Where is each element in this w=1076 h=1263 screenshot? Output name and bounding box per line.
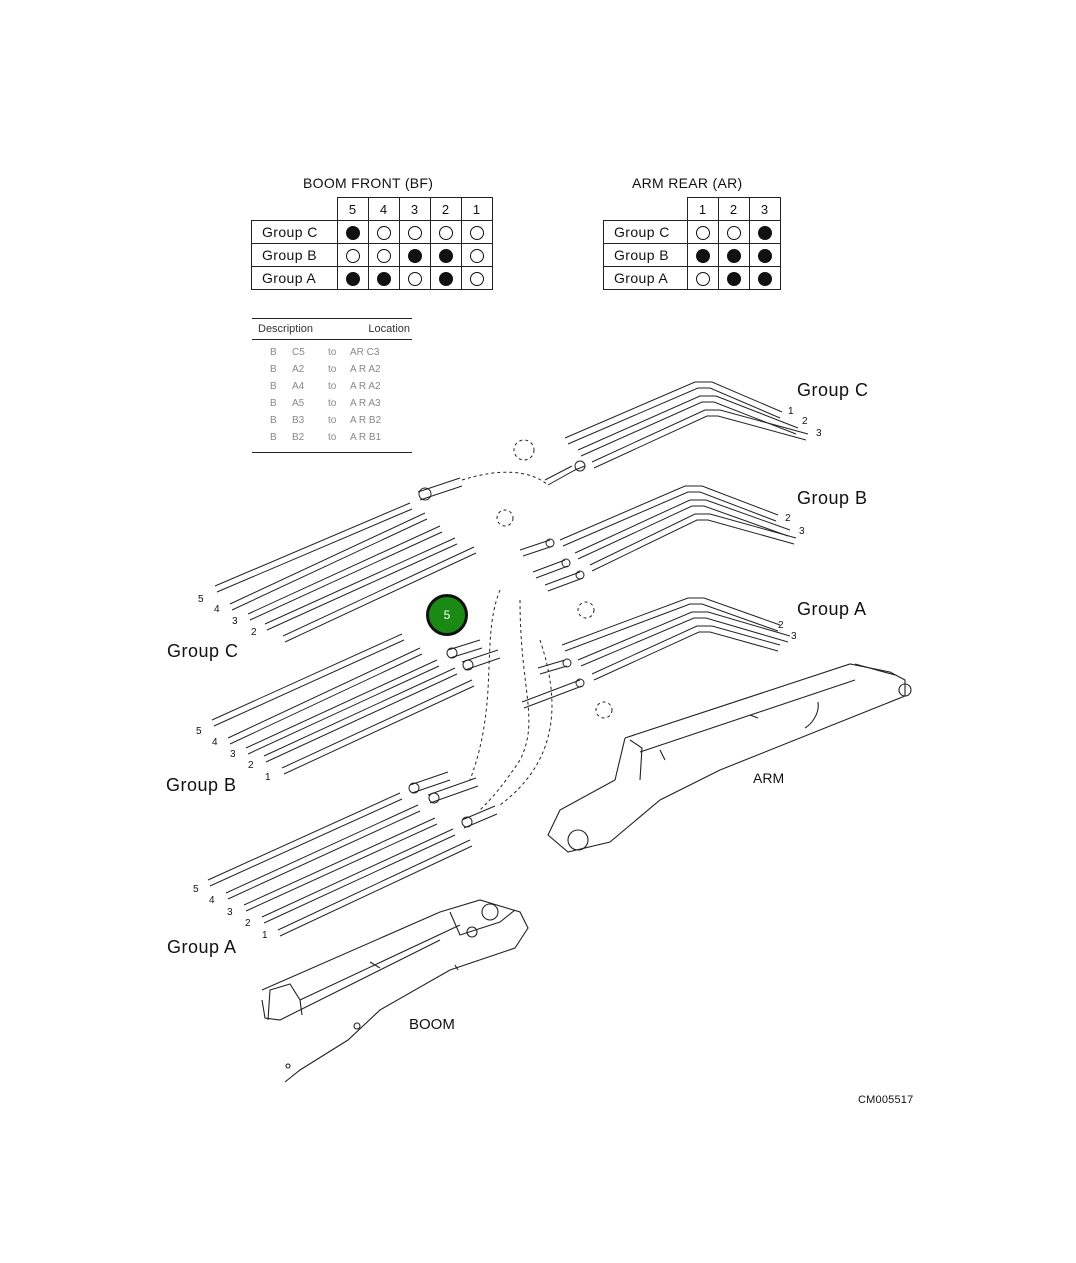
tube-number: 3 — [230, 749, 236, 760]
ar-dot — [695, 226, 710, 241]
tube-number: 4 — [212, 737, 218, 748]
ar-row-label: Group C — [603, 220, 688, 244]
tube-number: 2 — [248, 760, 254, 771]
bf-col-header: 2 — [429, 197, 462, 221]
ar-dot — [757, 249, 772, 264]
left-group-a-tubes — [207, 771, 498, 937]
bf-dot — [345, 272, 360, 287]
boom-outline — [261, 899, 529, 1083]
bf-dot — [376, 226, 391, 241]
description-row: B A2 to A R A2 — [270, 364, 381, 375]
tube-number: 3 — [816, 428, 822, 439]
bf-col-header: 1 — [460, 197, 493, 221]
description-row: B C5 to AR C3 — [270, 347, 380, 358]
ar-row: Group B — [603, 243, 781, 267]
description-header: Description — [258, 323, 314, 335]
ar-dot — [726, 249, 741, 264]
boom-front-table: 5 4 3 2 1 Group C Group B Group A — [251, 197, 493, 290]
description-row: B A5 to A R A3 — [270, 398, 381, 409]
bf-row: Group A — [251, 266, 493, 290]
bf-col-header: 4 — [367, 197, 400, 221]
right-group-c-tubes — [544, 381, 809, 486]
ar-dot — [757, 226, 772, 241]
bf-row-label: Group C — [251, 220, 338, 244]
location-header: Location — [368, 323, 410, 335]
ar-col-header: 1 — [686, 197, 719, 221]
tube-number: 3 — [232, 616, 238, 627]
bf-dot — [469, 249, 484, 264]
description-table: Description Location B C5 to AR C3 B A2 … — [252, 318, 412, 453]
bf-row: Group C — [251, 220, 493, 244]
boom-front-title: BOOM FRONT (BF) — [303, 175, 434, 191]
arm-rear-title: ARM REAR (AR) — [632, 175, 743, 191]
drawing-code: CM005517 — [858, 1094, 914, 1106]
bf-dot — [345, 249, 360, 264]
bf-col-header: 5 — [336, 197, 369, 221]
bf-dot — [376, 272, 391, 287]
bf-dot — [438, 272, 453, 287]
description-row: B A4 to A R A2 — [270, 381, 381, 392]
bf-dot — [407, 272, 422, 287]
tube-number: 4 — [209, 895, 215, 906]
tube-number: 2 — [778, 620, 784, 631]
ar-dot — [726, 272, 741, 287]
left-group-c-tubes — [214, 471, 549, 643]
bf-dot — [469, 272, 484, 287]
tube-number: 2 — [785, 513, 791, 524]
ar-dot — [695, 249, 710, 264]
ar-dot — [726, 226, 741, 241]
tube-number: 2 — [802, 416, 808, 427]
description-row: B B2 to A R B1 — [270, 432, 382, 443]
bf-dot — [407, 226, 422, 241]
arm-rear-table: 1 2 3 Group C Group B Group A — [603, 197, 781, 290]
right-group-b-tubes — [519, 485, 797, 592]
tube-number: 4 — [214, 604, 220, 615]
left-group-b-tubes — [211, 633, 501, 775]
tube-number: 5 — [198, 594, 204, 605]
bf-dot — [469, 226, 484, 241]
tube-number: 1 — [788, 406, 794, 417]
tube-number: 1 — [262, 930, 268, 941]
callout-5[interactable]: 5 — [426, 594, 468, 636]
bf-dot — [345, 226, 360, 241]
routing-lines — [469, 439, 613, 811]
arm-outline — [547, 663, 912, 853]
bf-row-label: Group B — [251, 243, 338, 267]
ar-row-label: Group A — [603, 266, 688, 290]
ar-row: Group C — [603, 220, 781, 244]
label-right-group-c: Group C — [797, 380, 869, 400]
label-arm: ARM — [753, 770, 785, 786]
tube-number: 1 — [265, 772, 271, 783]
ar-row-label: Group B — [603, 243, 688, 267]
tube-number: 3 — [791, 631, 797, 642]
bf-dot — [407, 249, 422, 264]
bf-row: Group B — [251, 243, 493, 267]
tube-number: 5 — [193, 884, 199, 895]
ar-col-header: 2 — [717, 197, 750, 221]
ar-dot — [695, 272, 710, 287]
label-right-group-b: Group B — [797, 488, 868, 508]
tube-number: 3 — [227, 907, 233, 918]
bf-row-label: Group A — [251, 266, 338, 290]
tube-number: 5 — [196, 726, 202, 737]
tube-number: 3 — [799, 526, 805, 537]
bf-dot — [376, 249, 391, 264]
tube-number: 2 — [245, 918, 251, 929]
label-left-group-c: Group C — [167, 641, 239, 661]
label-boom: BOOM — [409, 1016, 455, 1033]
tube-number: 2 — [251, 627, 257, 638]
bf-col-header: 3 — [398, 197, 431, 221]
ar-row: Group A — [603, 266, 781, 290]
label-left-group-a: Group A — [167, 937, 237, 957]
label-right-group-a: Group A — [797, 599, 867, 619]
bf-dot — [438, 249, 453, 264]
ar-dot — [757, 272, 772, 287]
description-row: B B3 to A R B2 — [270, 415, 382, 426]
right-group-a-tubes — [521, 597, 791, 709]
bf-dot — [438, 226, 453, 241]
label-left-group-b: Group B — [166, 775, 237, 795]
ar-col-header: 3 — [748, 197, 781, 221]
